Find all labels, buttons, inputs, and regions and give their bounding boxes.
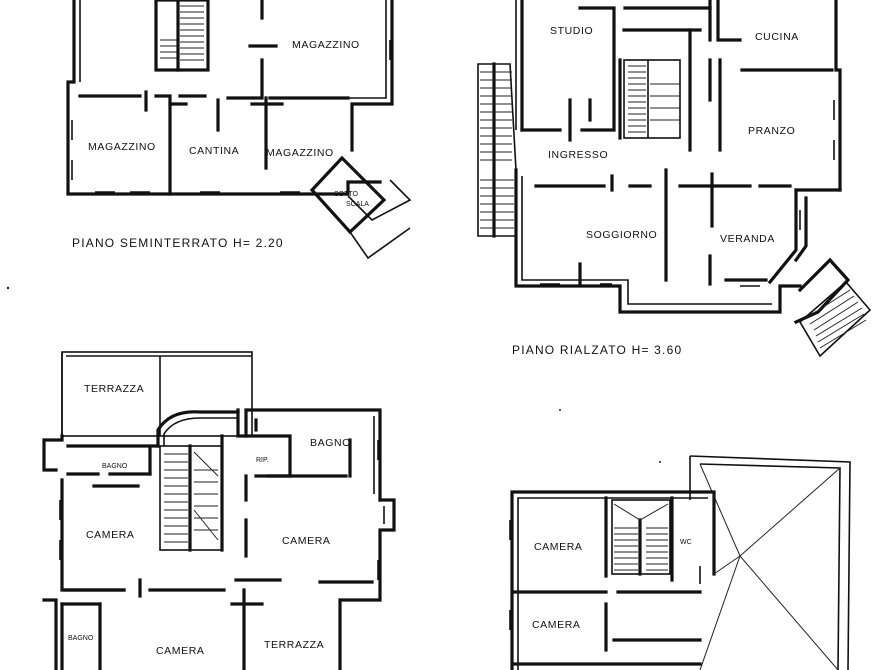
room-camera-top: CAMERA: [534, 541, 583, 553]
room-ingresso: INGRESSO: [548, 149, 608, 161]
room-terrazza-bottom: TERRAZZA: [264, 639, 324, 651]
room-wc: WC: [680, 539, 692, 546]
room-bagno-bottom: BAGNO: [68, 635, 94, 642]
room-camera-bottom-attic: CAMERA: [532, 619, 581, 631]
plan-primo: TERRAZZA BAGNO RIP. BAGNO CAMERA CAMERA …: [42, 351, 396, 670]
room-cantina: CANTINA: [189, 145, 239, 157]
room-ripostiglio: RIP.: [256, 457, 269, 464]
room-pranzo: PRANZO: [748, 125, 795, 137]
room-magazzino-top: MAGAZZINO: [292, 39, 360, 51]
scan-marks: [6, 286, 661, 463]
room-bagno-left: BAGNO: [102, 463, 128, 470]
room-camera-bottom: CAMERA: [156, 645, 205, 657]
room-magazzino-right: MAGAZZINO: [266, 147, 334, 159]
plan-sottotetto: CAMERA WC CAMERA: [509, 455, 851, 670]
plan-seminterrato: MAGAZZINO MAGAZZINO CANTINA MAGAZZINO SO…: [66, 0, 412, 260]
plan-rialzato: STUDIO CUCINA PRANZO INGRESSO SOGGIORNO …: [477, 0, 872, 358]
room-cucina: CUCINA: [755, 31, 799, 43]
room-bagno-right: BAGNO: [310, 437, 351, 449]
room-sotto-scala-1: SOTTO: [334, 191, 359, 198]
room-camera-right: CAMERA: [282, 535, 331, 547]
room-magazzino-left: MAGAZZINO: [88, 141, 156, 153]
room-terrazza-top: TERRAZZA: [84, 383, 144, 395]
caption-rialzato: PIANO RIALZATO H= 3.60: [512, 343, 682, 357]
room-veranda: VERANDA: [720, 233, 775, 245]
room-soggiorno: SOGGIORNO: [586, 229, 657, 241]
room-sotto-scala-2: SCALA: [346, 201, 369, 208]
room-camera-left: CAMERA: [86, 529, 135, 541]
caption-seminterrato: PIANO SEMINTERRATO H= 2.20: [72, 236, 284, 250]
room-studio: STUDIO: [550, 25, 593, 37]
